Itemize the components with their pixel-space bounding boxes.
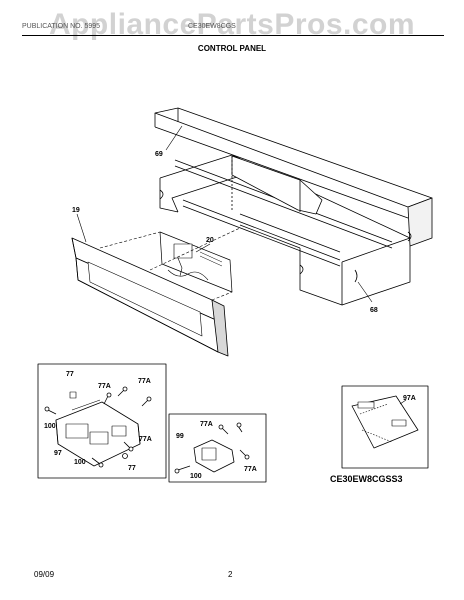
inset-right-board [341,385,429,469]
inset-mid-board [168,413,267,483]
part-label-20: 20 [206,237,214,244]
inset-mid-label: 77A [244,466,257,473]
inset-mid-label: 77A [200,421,213,428]
inset-left-label: 100 [44,423,56,430]
inset-right-label: 97A [403,395,416,402]
assembly-guides [99,227,241,301]
model-number: CE30EW8CGSS3 [330,474,403,484]
inset-left-label: 97 [54,450,62,457]
part-68-bracket [154,107,433,306]
inset-left-label: 77A [98,383,111,390]
inset-left-label: 77 [128,465,136,472]
part-label-19: 19 [72,207,80,214]
inset-mid-label: 100 [190,473,202,480]
part-20-control-board [159,231,233,293]
model-header: CE30EW8CGS [188,23,236,30]
inset-left-board [37,363,167,479]
footer-date: 09/09 [34,570,55,579]
inset-mid-label: 99 [176,433,184,440]
part-label-68: 68 [370,307,378,314]
inset-left-label: 77 [66,371,74,378]
section-title: CONTROL PANEL [197,44,267,53]
part-label-69: 69 [155,151,163,158]
header-rule [22,35,444,36]
inset-left-label: 77A [138,378,151,385]
inset-left-label: 100 [74,459,86,466]
part-19-control-panel [71,237,229,357]
inset-left-label: 77A [139,436,152,443]
footer-page-number: 2 [228,570,233,579]
publication-number: PUBLICATION NO. 5995 [22,23,101,30]
